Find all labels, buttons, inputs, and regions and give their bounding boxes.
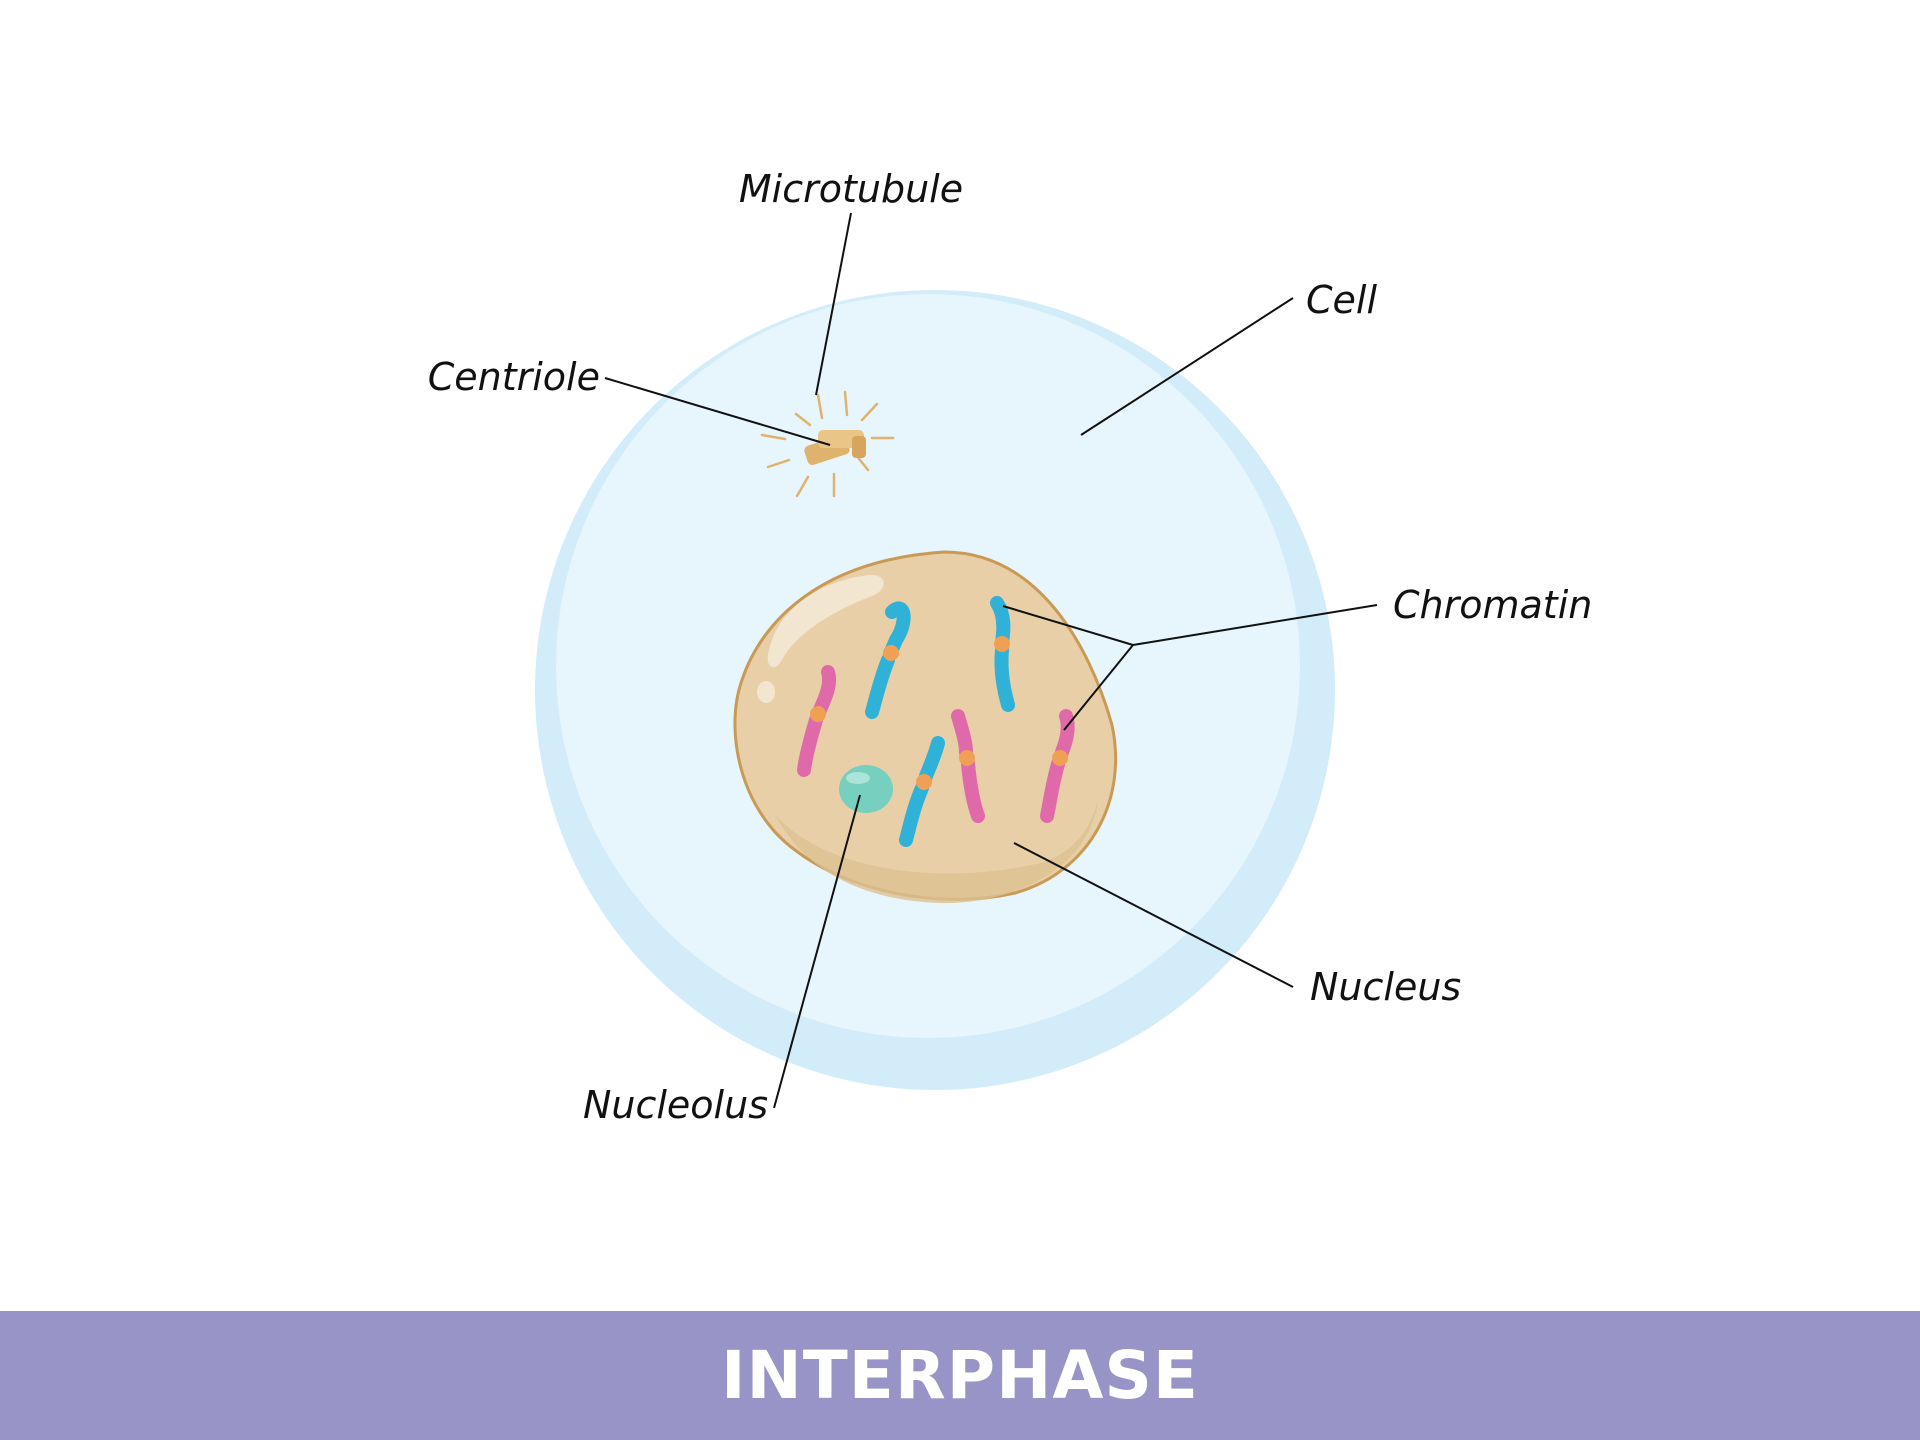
nucleus: [733, 550, 1118, 904]
nucleus-shade: [775, 800, 1098, 904]
cell-diagram: Microtubule Centriole Cell Chromatin Nuc…: [428, 167, 1593, 1127]
chromosome-pink-2: [951, 709, 985, 823]
nucleolus-body: [839, 765, 893, 813]
label-cell: Cell: [1306, 278, 1377, 322]
leader-cell: [1080, 297, 1294, 436]
nucleolus-highlight: [846, 772, 870, 784]
chromosome-blue-1: [865, 601, 911, 719]
leader-microtubule: [815, 212, 852, 396]
leader-centriole: [604, 377, 831, 446]
nucleus-highlight: [767, 574, 884, 668]
labels: Microtubule Centriole Cell Chromatin Nuc…: [428, 167, 1593, 1127]
leader-chromatin-b: [1063, 644, 1134, 731]
label-nucleus: Nucleus: [1310, 965, 1461, 1009]
chromatin: [797, 596, 1075, 847]
phase-banner: INTERPHASE: [0, 1311, 1920, 1440]
chromosome-blue-2: [990, 596, 1015, 712]
centriole: [760, 390, 895, 498]
centriole-body: [804, 430, 866, 466]
microtubule-rays: [760, 390, 895, 498]
chromosome-pink-3: [1040, 709, 1075, 823]
label-chromatin: Chromatin: [1393, 583, 1592, 627]
nucleolus: [839, 765, 893, 813]
leader-chromatin-a: [1002, 605, 1134, 646]
leader-lines: [604, 212, 1378, 1109]
leader-nucleus: [1013, 842, 1294, 988]
leader-chromatin-main: [1132, 604, 1378, 646]
label-centriole: Centriole: [428, 355, 600, 399]
phase-title: INTERPHASE: [720, 1337, 1200, 1414]
chromosome-blue-3: [899, 736, 945, 847]
label-microtubule: Microtubule: [739, 167, 963, 211]
label-nucleolus: Nucleolus: [583, 1083, 768, 1127]
leader-nucleolus: [773, 794, 861, 1109]
nucleus-highlight-dot: [757, 681, 775, 703]
chromosome-pink-1: [797, 665, 836, 777]
